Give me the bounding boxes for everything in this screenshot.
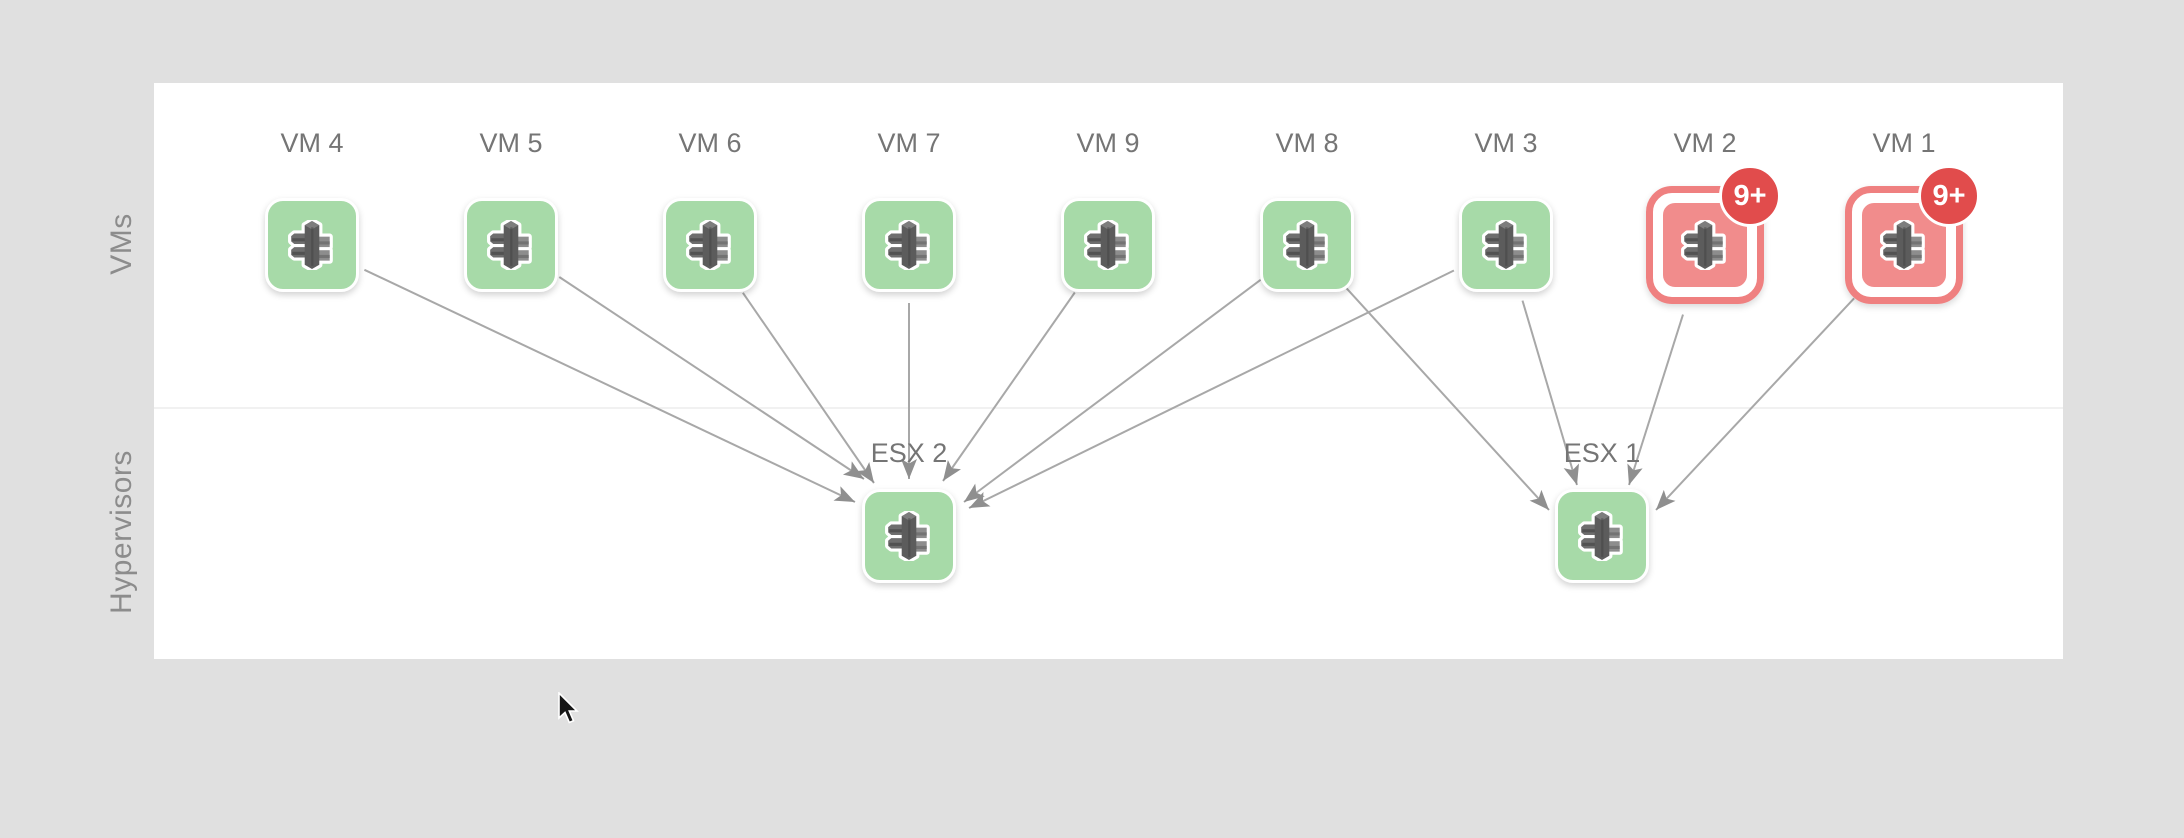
- edge-vm2-esx1: [1627, 314, 1684, 486]
- host-icon: [885, 220, 930, 270]
- edge-vm3-esx1: [1521, 300, 1580, 486]
- edge-vm8-esx2: [963, 278, 1262, 503]
- host-icon: [1681, 220, 1726, 270]
- node-label-vm2: VM 2: [1673, 128, 1737, 158]
- row-divider: [154, 407, 2063, 409]
- node-label-esx2: ESX 2: [870, 438, 948, 468]
- alert-count-badge[interactable]: 9+: [1719, 165, 1781, 227]
- node-body: [1858, 199, 1950, 291]
- host-icon: [288, 220, 333, 270]
- node-esx2[interactable]: [862, 489, 956, 583]
- node-vm1[interactable]: 9+: [1845, 165, 1980, 304]
- edge-vm5-esx2: [558, 276, 865, 480]
- host-icon: [885, 511, 930, 561]
- edge-vm8-esx1: [1345, 287, 1550, 511]
- node-vm6[interactable]: [663, 198, 757, 292]
- node-vm7[interactable]: [862, 198, 956, 292]
- node-vm5[interactable]: [464, 198, 558, 292]
- edge-vm3-esx2: [968, 269, 1455, 509]
- node-vm4[interactable]: [265, 198, 359, 292]
- host-icon: [686, 220, 731, 270]
- node-label-vm7: VM 7: [877, 128, 941, 158]
- row-label-hypervisors: Hypervisors: [105, 450, 138, 614]
- node-label-vm4: VM 4: [280, 128, 344, 158]
- alert-count-badge[interactable]: 9+: [1918, 165, 1980, 227]
- edge-vm1-esx1: [1655, 297, 1855, 511]
- edge-vm9-esx2: [942, 291, 1076, 482]
- row-label-vms: VMs: [105, 213, 138, 275]
- node-label-vm3: VM 3: [1474, 128, 1538, 158]
- node-label-vm1: VM 1: [1872, 128, 1936, 158]
- node-label-vm6: VM 6: [678, 128, 742, 158]
- node-vm3[interactable]: [1459, 198, 1553, 292]
- node-esx1[interactable]: [1555, 489, 1649, 583]
- node-label-vm5: VM 5: [479, 128, 543, 158]
- node-vm9[interactable]: [1061, 198, 1155, 292]
- host-icon: [1283, 220, 1328, 270]
- node-vm2[interactable]: 9+: [1646, 165, 1781, 304]
- host-icon: [1880, 220, 1925, 270]
- host-icon: [487, 220, 532, 270]
- edge-vm4-esx2: [363, 268, 856, 503]
- node-vm8[interactable]: [1260, 198, 1354, 292]
- host-icon: [1482, 220, 1527, 270]
- node-label-vm9: VM 9: [1076, 128, 1140, 158]
- host-icon: [1084, 220, 1129, 270]
- node-label-esx1: ESX 1: [1563, 438, 1641, 468]
- node-label-vm8: VM 8: [1275, 128, 1339, 158]
- host-icon: [1578, 511, 1623, 561]
- edge-vm6-esx2: [742, 292, 875, 484]
- mouse-cursor: [558, 692, 579, 724]
